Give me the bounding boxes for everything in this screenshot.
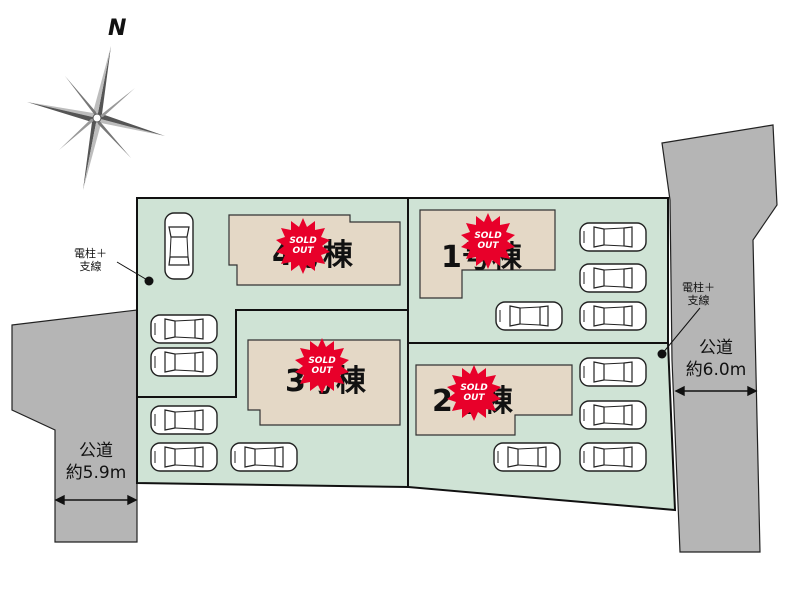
north-label: N bbox=[108, 16, 127, 41]
road-label-west: 公道 約5.9m bbox=[55, 440, 137, 484]
road-west bbox=[11, 309, 138, 543]
parking-car bbox=[164, 212, 194, 280]
parking-car bbox=[579, 357, 647, 387]
badge-line2: OUT bbox=[463, 393, 485, 403]
parking-car bbox=[493, 442, 561, 472]
road-width: 約5.9m bbox=[65, 463, 127, 483]
utility-pole-icon bbox=[657, 349, 667, 359]
dimension-arrow-east bbox=[674, 385, 758, 397]
badge-line1: SOLD bbox=[474, 231, 502, 241]
pole-label-line2: 支線 bbox=[79, 260, 102, 273]
parking-car bbox=[150, 405, 218, 435]
pole-label-line1: 電柱＋ bbox=[74, 247, 107, 260]
compass-rose-icon bbox=[27, 46, 165, 190]
badge-line2: OUT bbox=[311, 366, 333, 376]
parking-car bbox=[230, 442, 298, 472]
parking-car bbox=[495, 301, 563, 331]
parking-car bbox=[150, 347, 218, 377]
utility-pole-label-east: 電柱＋ 支線 bbox=[682, 281, 715, 307]
parking-car bbox=[150, 314, 218, 344]
badge-line1: SOLD bbox=[308, 356, 336, 366]
dimension-arrow-west bbox=[54, 494, 138, 506]
badge-line2: OUT bbox=[477, 241, 499, 251]
road-east bbox=[661, 124, 778, 553]
parking-car bbox=[579, 400, 647, 430]
road-name: 公道 bbox=[79, 441, 113, 461]
road-name: 公道 bbox=[699, 338, 733, 358]
badge-line2: OUT bbox=[292, 246, 314, 256]
road-width: 約6.0m bbox=[685, 360, 747, 380]
parking-car bbox=[150, 442, 218, 472]
parking-car bbox=[579, 222, 647, 252]
badge-line1: SOLD bbox=[289, 236, 317, 246]
badge-line1: SOLD bbox=[460, 383, 488, 393]
pole-label-line2: 支線 bbox=[687, 294, 710, 307]
parking-car bbox=[579, 263, 647, 293]
utility-pole-icon bbox=[144, 276, 154, 286]
parking-car bbox=[579, 442, 647, 472]
pole-label-line1: 電柱＋ bbox=[682, 281, 715, 294]
parking-car bbox=[579, 301, 647, 331]
road-label-east: 公道 約6.0m bbox=[675, 337, 757, 381]
utility-pole-label-west: 電柱＋ 支線 bbox=[74, 247, 107, 273]
